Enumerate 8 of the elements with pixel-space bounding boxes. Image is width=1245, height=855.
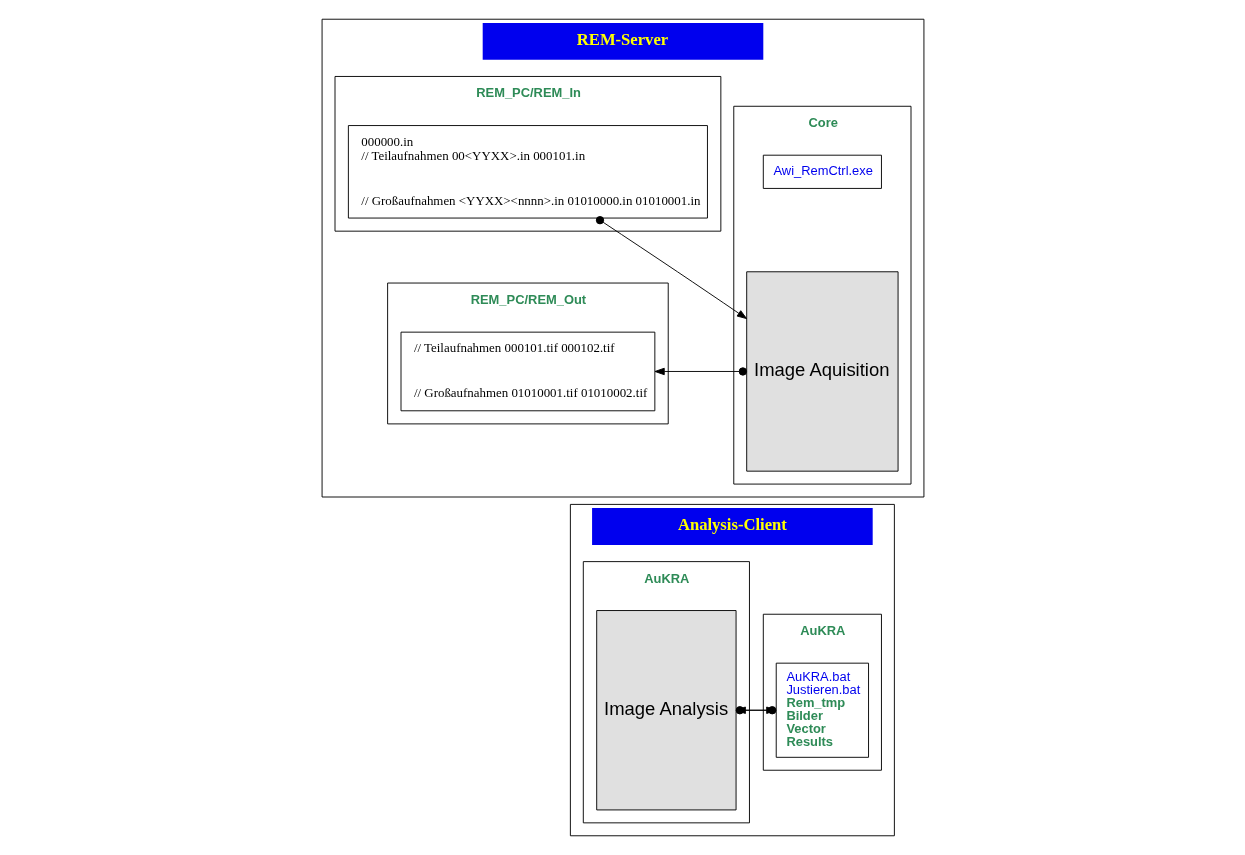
node-box: Image Aquisition bbox=[745, 271, 899, 472]
arrow bbox=[595, 216, 747, 320]
arrow bbox=[654, 367, 747, 376]
node-box: Awi_RemCtrl.exe bbox=[762, 154, 882, 189]
node-box: Image Analysis bbox=[595, 610, 737, 811]
node-box: 000000.in // Teilaufnahmen 00<YYXX>.in 000101.in // Großaufnahmen <YYXX><nnnn>.in 01010000.in 01010001.in bbox=[347, 125, 708, 219]
node-box: // Teilaufnahmen 000101.tif 000102.tif // Großaufnahmen 01010001.tif 01010002.tif bbox=[400, 331, 655, 412]
node-box: AuKRA.bat Justieren.bat Rem_tmp Bilder Vector Results bbox=[775, 662, 869, 758]
